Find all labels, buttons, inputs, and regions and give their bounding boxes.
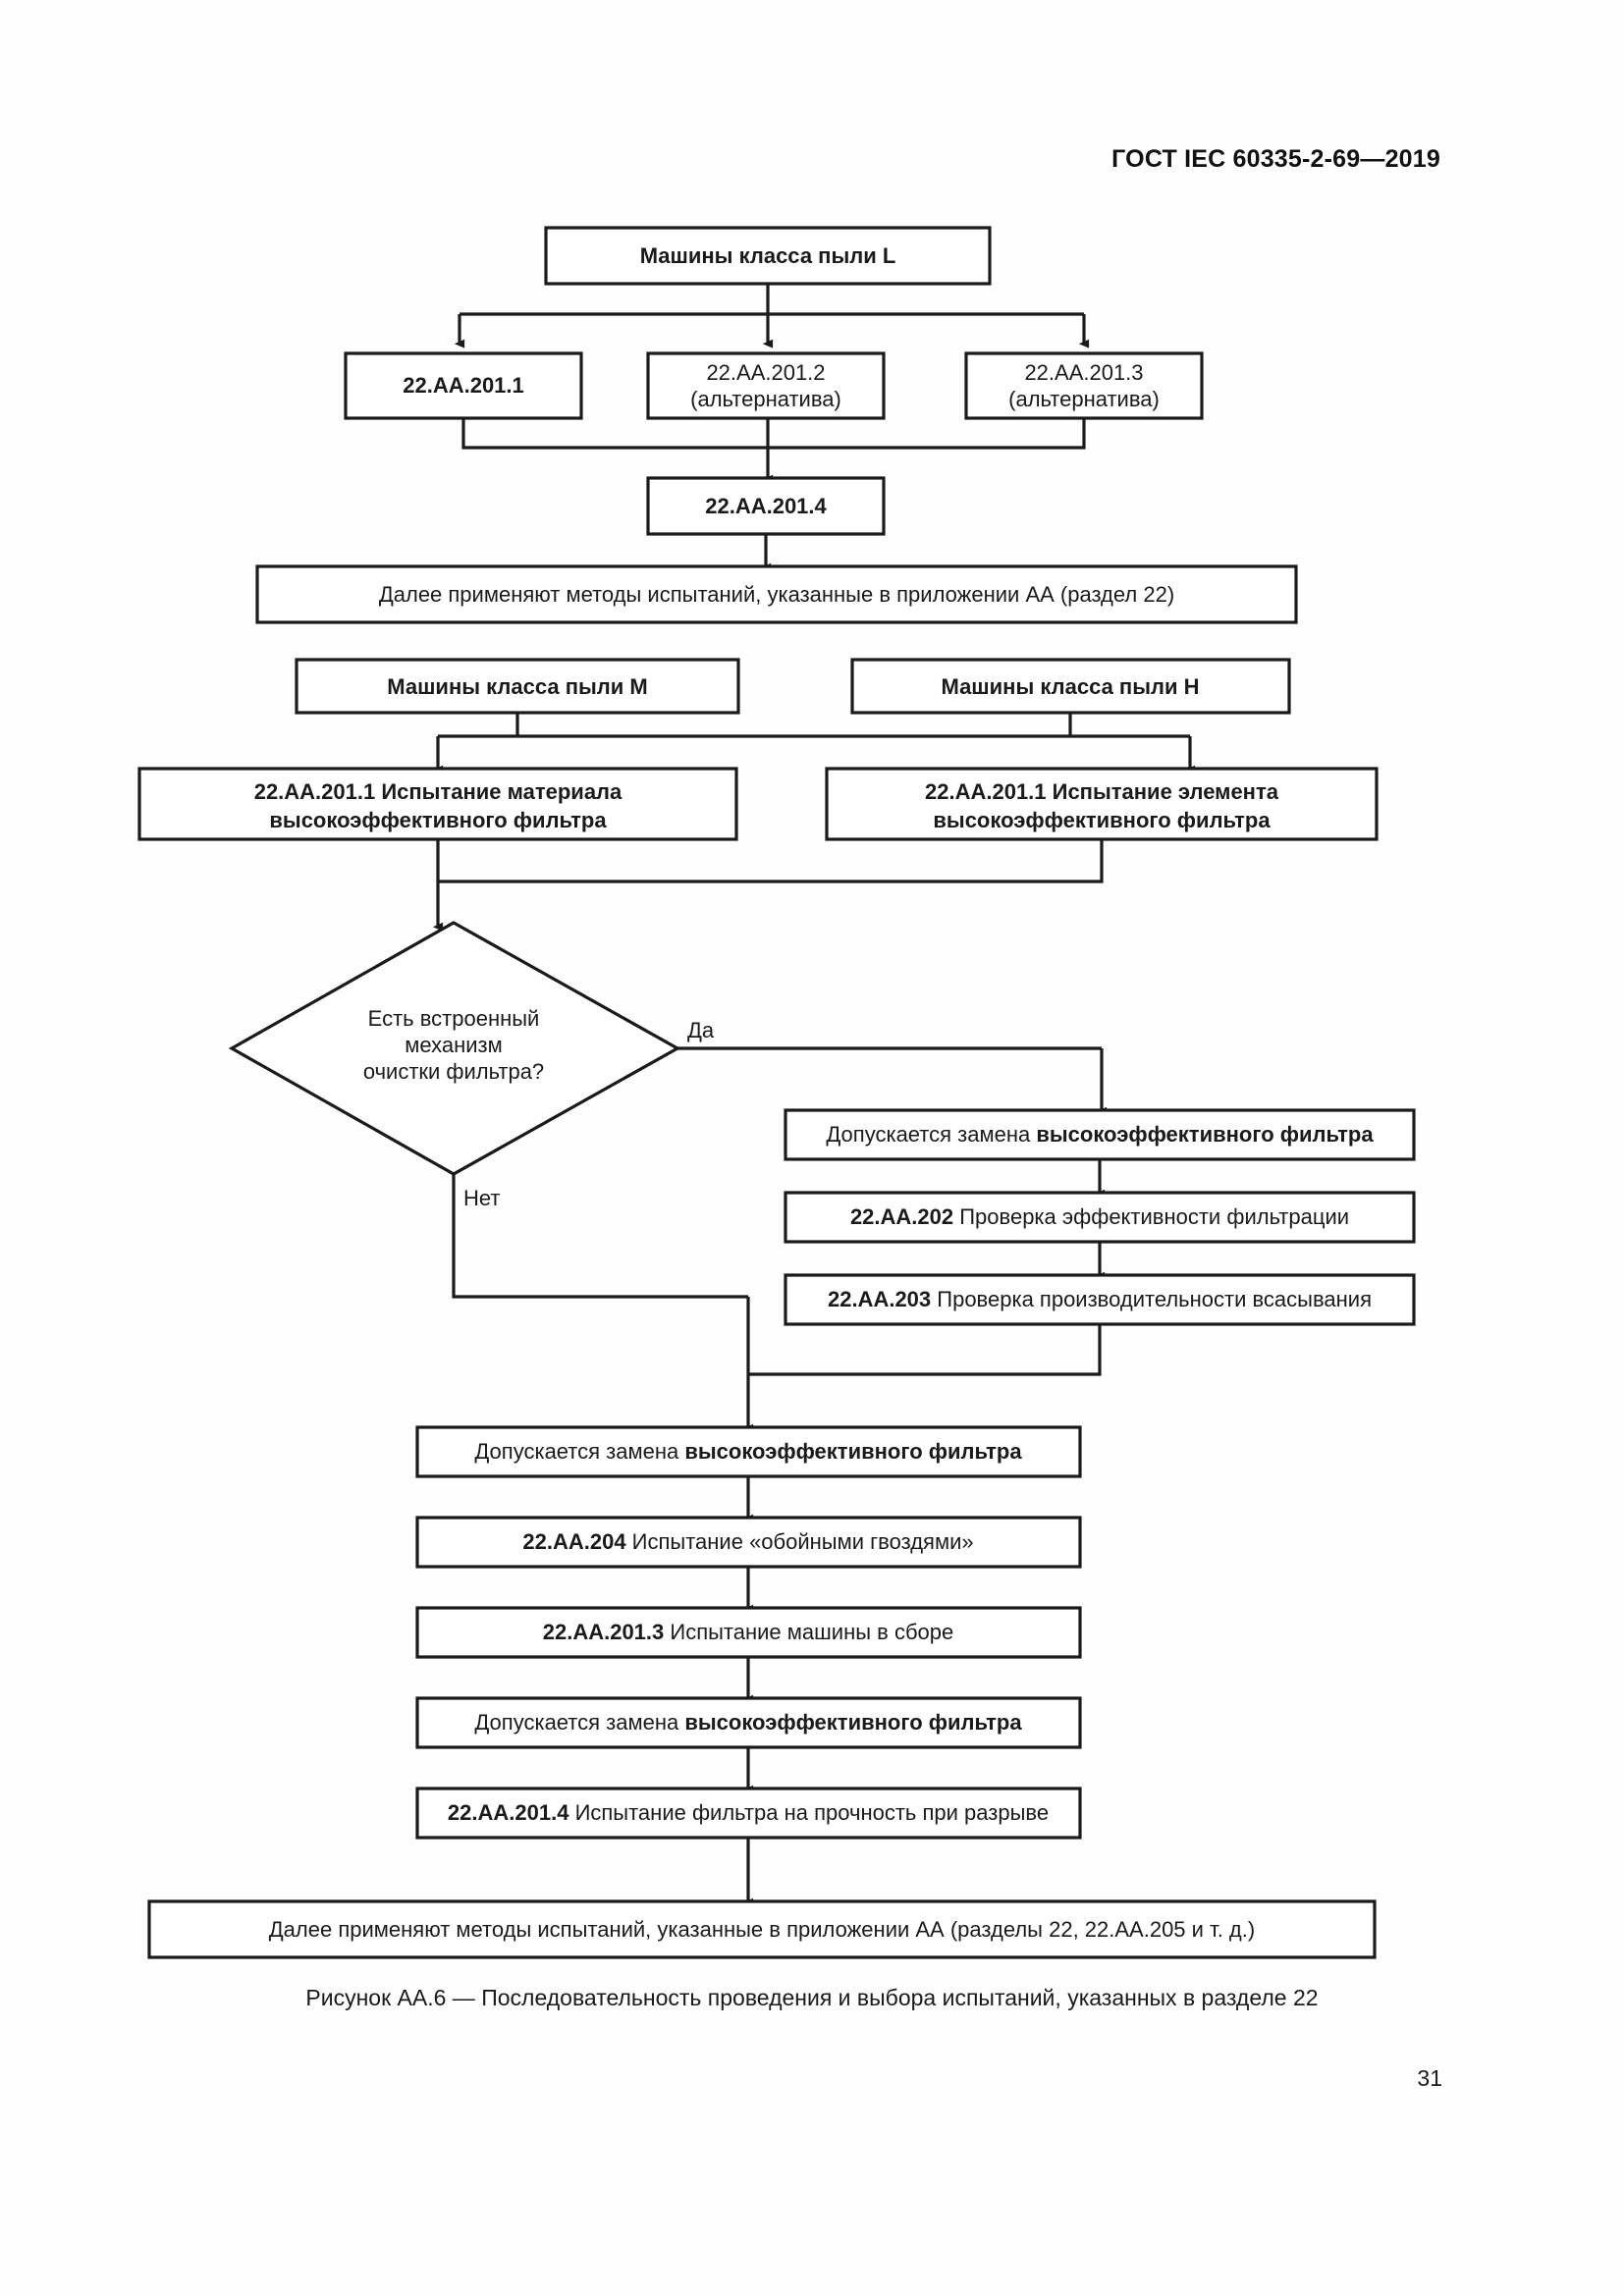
node-further-methods-mh-box	[147, 1899, 1377, 1959]
node-replace-filter-1-box	[784, 1108, 1416, 1161]
aa20114b-plain: Испытание фильтра на прочность при разры…	[568, 1800, 1049, 1825]
node-decision-label-line1: Есть встроенный	[368, 1006, 540, 1031]
node-22aa20114-label: 22.АА.201.4	[705, 494, 827, 518]
edge-mh-trunk	[438, 713, 1190, 738]
page-number: 31	[1417, 2065, 1442, 2091]
node-m-test-label-line1: 22.АА.201.1 Испытание материала	[254, 779, 623, 804]
node-22aa2012-label-line2: (альтернатива)	[690, 387, 841, 411]
node-aa203-box	[784, 1273, 1416, 1326]
node-replace-filter-2-box	[415, 1425, 1082, 1478]
node-aa203-label: 22.АА.203 Проверка производительности вс…	[828, 1287, 1372, 1311]
replace1-plain: Допускается замена	[826, 1122, 1036, 1147]
replace2-bold: высокоэффективного фильтра	[684, 1439, 1022, 1464]
edge-l-class-trunk	[460, 284, 1084, 316]
node-replace-filter-2-label: Допускается замена высокоэффективного фи…	[474, 1439, 1022, 1464]
aa202-plain: Проверка эффективности фильтрации	[953, 1204, 1349, 1229]
node-decision-label-line3: очистки фильтра?	[363, 1059, 544, 1084]
node-l-class-box	[544, 226, 992, 286]
node-22aa2013-label-line1: 22.АА.201.3	[1024, 360, 1143, 385]
node-further-methods-l-box	[255, 564, 1298, 624]
document-header-standard-number: ГОСТ IEC 60335-2-69—2019	[1111, 145, 1440, 173]
node-aa20113-assembled-label: 22.АА.201.3 Испытание машины в сборе	[543, 1620, 954, 1644]
edge-merge-to-20114	[461, 418, 1086, 450]
node-decision-label-line2: механизм	[405, 1033, 503, 1057]
aa204-plain: Испытание «обойными гвоздями»	[626, 1529, 974, 1554]
edge-label-no: Нет	[463, 1186, 500, 1210]
aa203-bold: 22.АА.203	[828, 1287, 931, 1311]
node-aa204-label: 22.АА.204 Испытание «обойными гвоздями»	[522, 1529, 973, 1554]
node-22aa2013-label-line2: (альтернатива)	[1008, 387, 1160, 411]
aa202-bold: 22.АА.202	[850, 1204, 953, 1229]
edge-no-path	[452, 1174, 748, 1299]
node-h-class-label: Машины класса пыли Н	[941, 674, 1199, 699]
edge-label-yes: Да	[687, 1018, 715, 1042]
node-m-class-label: Машины класса пыли М	[387, 674, 647, 699]
edge-mh-tests-merge	[436, 839, 1104, 883]
replace3-plain: Допускается замена	[474, 1710, 684, 1735]
node-replace-filter-3-label: Допускается замена высокоэффективного фи…	[474, 1710, 1022, 1735]
aa203-plain: Проверка производительности всасывания	[931, 1287, 1372, 1311]
node-further-methods-mh-label: Далее применяют методы испытаний, указан…	[269, 1917, 1255, 1942]
replace3-bold: высокоэффективного фильтра	[684, 1710, 1022, 1735]
node-aa20114-burst-box	[415, 1787, 1082, 1840]
node-l-class-label: Машины класса пыли L	[640, 243, 896, 268]
node-m-test-box	[137, 767, 738, 841]
figure-caption: Рисунок АА.6 — Последовательность провед…	[305, 1985, 1319, 2010]
node-h-test-label-line1: 22.АА.201.1 Испытание элемента	[925, 779, 1279, 804]
aa20113b-bold: 22.АА.201.3	[543, 1620, 665, 1644]
aa20114b-bold: 22.АА.201.4	[448, 1800, 569, 1825]
node-further-methods-l-label: Далее применяют методы испытаний, указан…	[379, 582, 1174, 607]
node-h-test-box	[825, 767, 1379, 841]
node-aa204-box	[415, 1516, 1082, 1569]
node-22aa2011-box	[344, 351, 583, 420]
node-22aa2012-box	[646, 351, 886, 420]
node-h-class-box	[850, 658, 1291, 715]
node-h-test-label-line2: высокоэффективного фильтра	[933, 808, 1271, 832]
node-aa202-box	[784, 1191, 1416, 1244]
node-22aa2012-label-line1: 22.АА.201.2	[706, 360, 825, 385]
node-aa202-label: 22.АА.202 Проверка эффективности фильтра…	[850, 1204, 1349, 1229]
aa204-bold: 22.АА.204	[522, 1529, 626, 1554]
node-aa20114-burst-label: 22.АА.201.4 Испытание фильтра на прочнос…	[448, 1800, 1049, 1825]
node-replace-filter-1-label: Допускается замена высокоэффективного фи…	[826, 1122, 1374, 1147]
edge-aa203-merge	[748, 1324, 1102, 1376]
aa20113b-plain: Испытание машины в сборе	[664, 1620, 953, 1644]
node-aa20113-assembled-box	[415, 1606, 1082, 1659]
replace2-plain: Допускается замена	[474, 1439, 684, 1464]
node-22aa2011-label: 22.АА.201.1	[403, 373, 524, 398]
replace1-bold: высокоэффективного фильтра	[1036, 1122, 1374, 1147]
node-m-class-box	[295, 658, 740, 715]
node-replace-filter-3-box	[415, 1696, 1082, 1749]
node-m-test-label-line2: высокоэффективного фильтра	[269, 808, 607, 832]
